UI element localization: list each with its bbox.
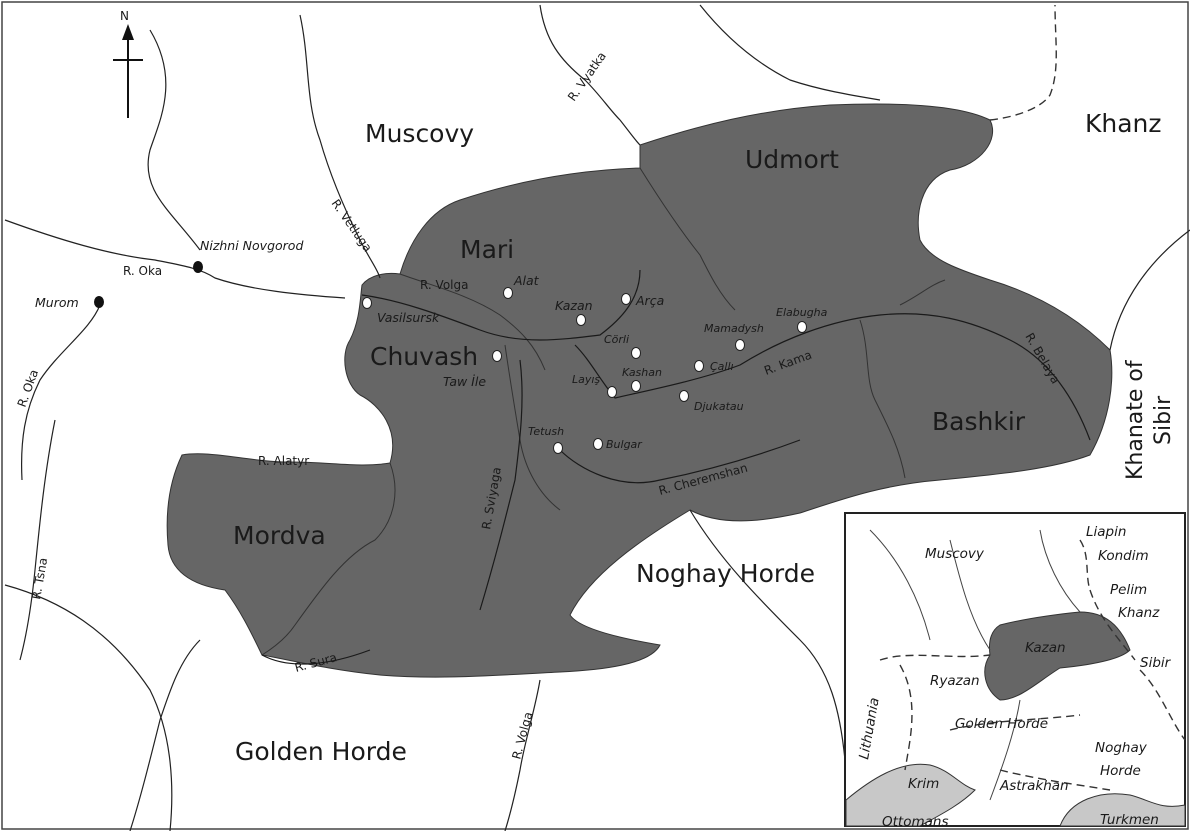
river-sura-west bbox=[129, 639, 201, 831]
city-dot-murom bbox=[94, 296, 104, 308]
river-cheremshan-inner bbox=[559, 439, 801, 484]
inset-ryazan: Ryazan bbox=[930, 673, 980, 689]
river-label-volga-north: R. Volga bbox=[420, 278, 468, 292]
inset-ottomans: Ottomans bbox=[882, 814, 949, 830]
city-dot-vasilsursk bbox=[362, 297, 372, 309]
river-volga-south bbox=[504, 679, 541, 831]
inset-horde: Horde bbox=[1100, 763, 1141, 779]
region-khanz: Khanz bbox=[1085, 109, 1162, 138]
city-vasilsursk: Vasilsursk bbox=[377, 310, 440, 325]
city-djukatau: Djukatau bbox=[694, 400, 744, 413]
region-bashkir: Bashkir bbox=[932, 407, 1026, 436]
inset-caspian bbox=[1059, 793, 1186, 827]
river-sviyaga-inner bbox=[479, 359, 523, 611]
river-misc-4 bbox=[4, 584, 173, 831]
city-murom: Murom bbox=[35, 295, 79, 310]
border-dashed-khanz bbox=[989, 4, 1057, 121]
city-dot-calli bbox=[694, 360, 704, 372]
city-dot-taw-ile bbox=[492, 350, 502, 362]
inset-liapin: Liapin bbox=[1086, 524, 1126, 540]
region-golden-horde: Golden Horde bbox=[235, 737, 407, 766]
region-noghay-horde: Noghay Horde bbox=[636, 559, 815, 588]
north-arrow-icon: N bbox=[113, 9, 143, 118]
city-dot-djukatau bbox=[679, 390, 689, 402]
river-label-alatyr: R. Alatyr bbox=[258, 454, 309, 468]
city-kashan: Kashan bbox=[622, 366, 662, 379]
border-mordva bbox=[261, 462, 396, 656]
inset-muscovy: Muscovy bbox=[925, 546, 985, 562]
city-alat: Alat bbox=[513, 273, 540, 288]
city-kazan: Kazan bbox=[555, 298, 593, 313]
river-volga-inner bbox=[361, 269, 641, 341]
khanate-of-kazan-territory bbox=[166, 103, 1113, 678]
city-tetush: Tetush bbox=[528, 425, 564, 438]
city-dot-elabugha bbox=[797, 321, 807, 333]
river-misc-3 bbox=[689, 509, 846, 761]
river-label-oka-north: R. Oka bbox=[123, 264, 162, 278]
city-dot-tetush bbox=[553, 442, 563, 454]
city-dot-arca bbox=[621, 293, 631, 305]
inset-dashed-borders bbox=[879, 539, 1186, 791]
inset-astrakhan: Astrakhan bbox=[999, 778, 1069, 794]
region-khanate-of: Khanate of bbox=[1123, 359, 1148, 480]
river-tsna bbox=[19, 419, 56, 661]
city-dot-kazan bbox=[576, 314, 586, 326]
city-nizhni-novgorod: Nizhni Novgorod bbox=[200, 238, 303, 253]
inset-map: Muscovy Liapin Kondim Pelim Khanz Kazan … bbox=[844, 512, 1186, 830]
city-bulgar: Bulgar bbox=[606, 438, 643, 451]
river-oka-north bbox=[4, 219, 346, 299]
inset-khanz: Khanz bbox=[1118, 605, 1160, 621]
inset-krim: Krim bbox=[908, 776, 939, 792]
border-udmort-mari bbox=[639, 167, 736, 311]
inset-sibir: Sibir bbox=[1140, 655, 1172, 671]
border-bashkir bbox=[859, 279, 946, 479]
river-oka-west bbox=[21, 304, 101, 481]
region-sibir: Sibir bbox=[1151, 395, 1176, 445]
inset-kazan: Kazan bbox=[1025, 640, 1066, 656]
inset-black-sea bbox=[845, 763, 976, 827]
city-taw-ile: Taw İle bbox=[443, 374, 486, 389]
river-sura-inner bbox=[261, 649, 371, 665]
city-dot-mamadysh bbox=[735, 339, 745, 351]
border-chuvash-mari bbox=[399, 273, 546, 371]
region-mordva: Mordva bbox=[233, 521, 326, 550]
river-kama-inner bbox=[574, 313, 1091, 441]
river-misc-2 bbox=[699, 4, 881, 101]
inset-pelim: Pelim bbox=[1110, 582, 1147, 598]
north-label: N bbox=[120, 9, 129, 23]
city-dot-kashan bbox=[631, 380, 641, 392]
region-muscovy: Muscovy bbox=[365, 119, 474, 148]
river-vetluga bbox=[299, 14, 381, 279]
city-calli: Çallı bbox=[710, 360, 734, 373]
city-elabugha: Elabugha bbox=[776, 306, 828, 319]
inset-golden-horde: Golden Horde bbox=[955, 716, 1048, 732]
river-vyatka bbox=[539, 4, 641, 146]
region-chuvash: Chuvash bbox=[370, 342, 478, 371]
city-dot-nizhni-novgorod bbox=[193, 261, 203, 273]
inset-turkmen: Turkmen bbox=[1100, 812, 1159, 828]
inset-rivers bbox=[869, 529, 1081, 801]
region-mari: Mari bbox=[460, 235, 514, 264]
city-mamadysh: Mamadysh bbox=[704, 322, 764, 335]
city-dot-corli bbox=[631, 347, 641, 359]
river-misc-5 bbox=[1109, 229, 1190, 351]
city-arca: Arça bbox=[635, 293, 664, 308]
inset-kondim: Kondim bbox=[1098, 548, 1149, 564]
city-corli: Cörli bbox=[604, 333, 629, 346]
city-dot-layis bbox=[607, 386, 617, 398]
region-udmort: Udmort bbox=[745, 145, 839, 174]
inset-noghay: Noghay bbox=[1095, 740, 1148, 756]
city-dot-bulgar bbox=[593, 438, 603, 450]
city-dot-alat bbox=[503, 287, 513, 299]
river-misc-1 bbox=[147, 29, 201, 251]
city-layis: Layış bbox=[572, 373, 600, 386]
